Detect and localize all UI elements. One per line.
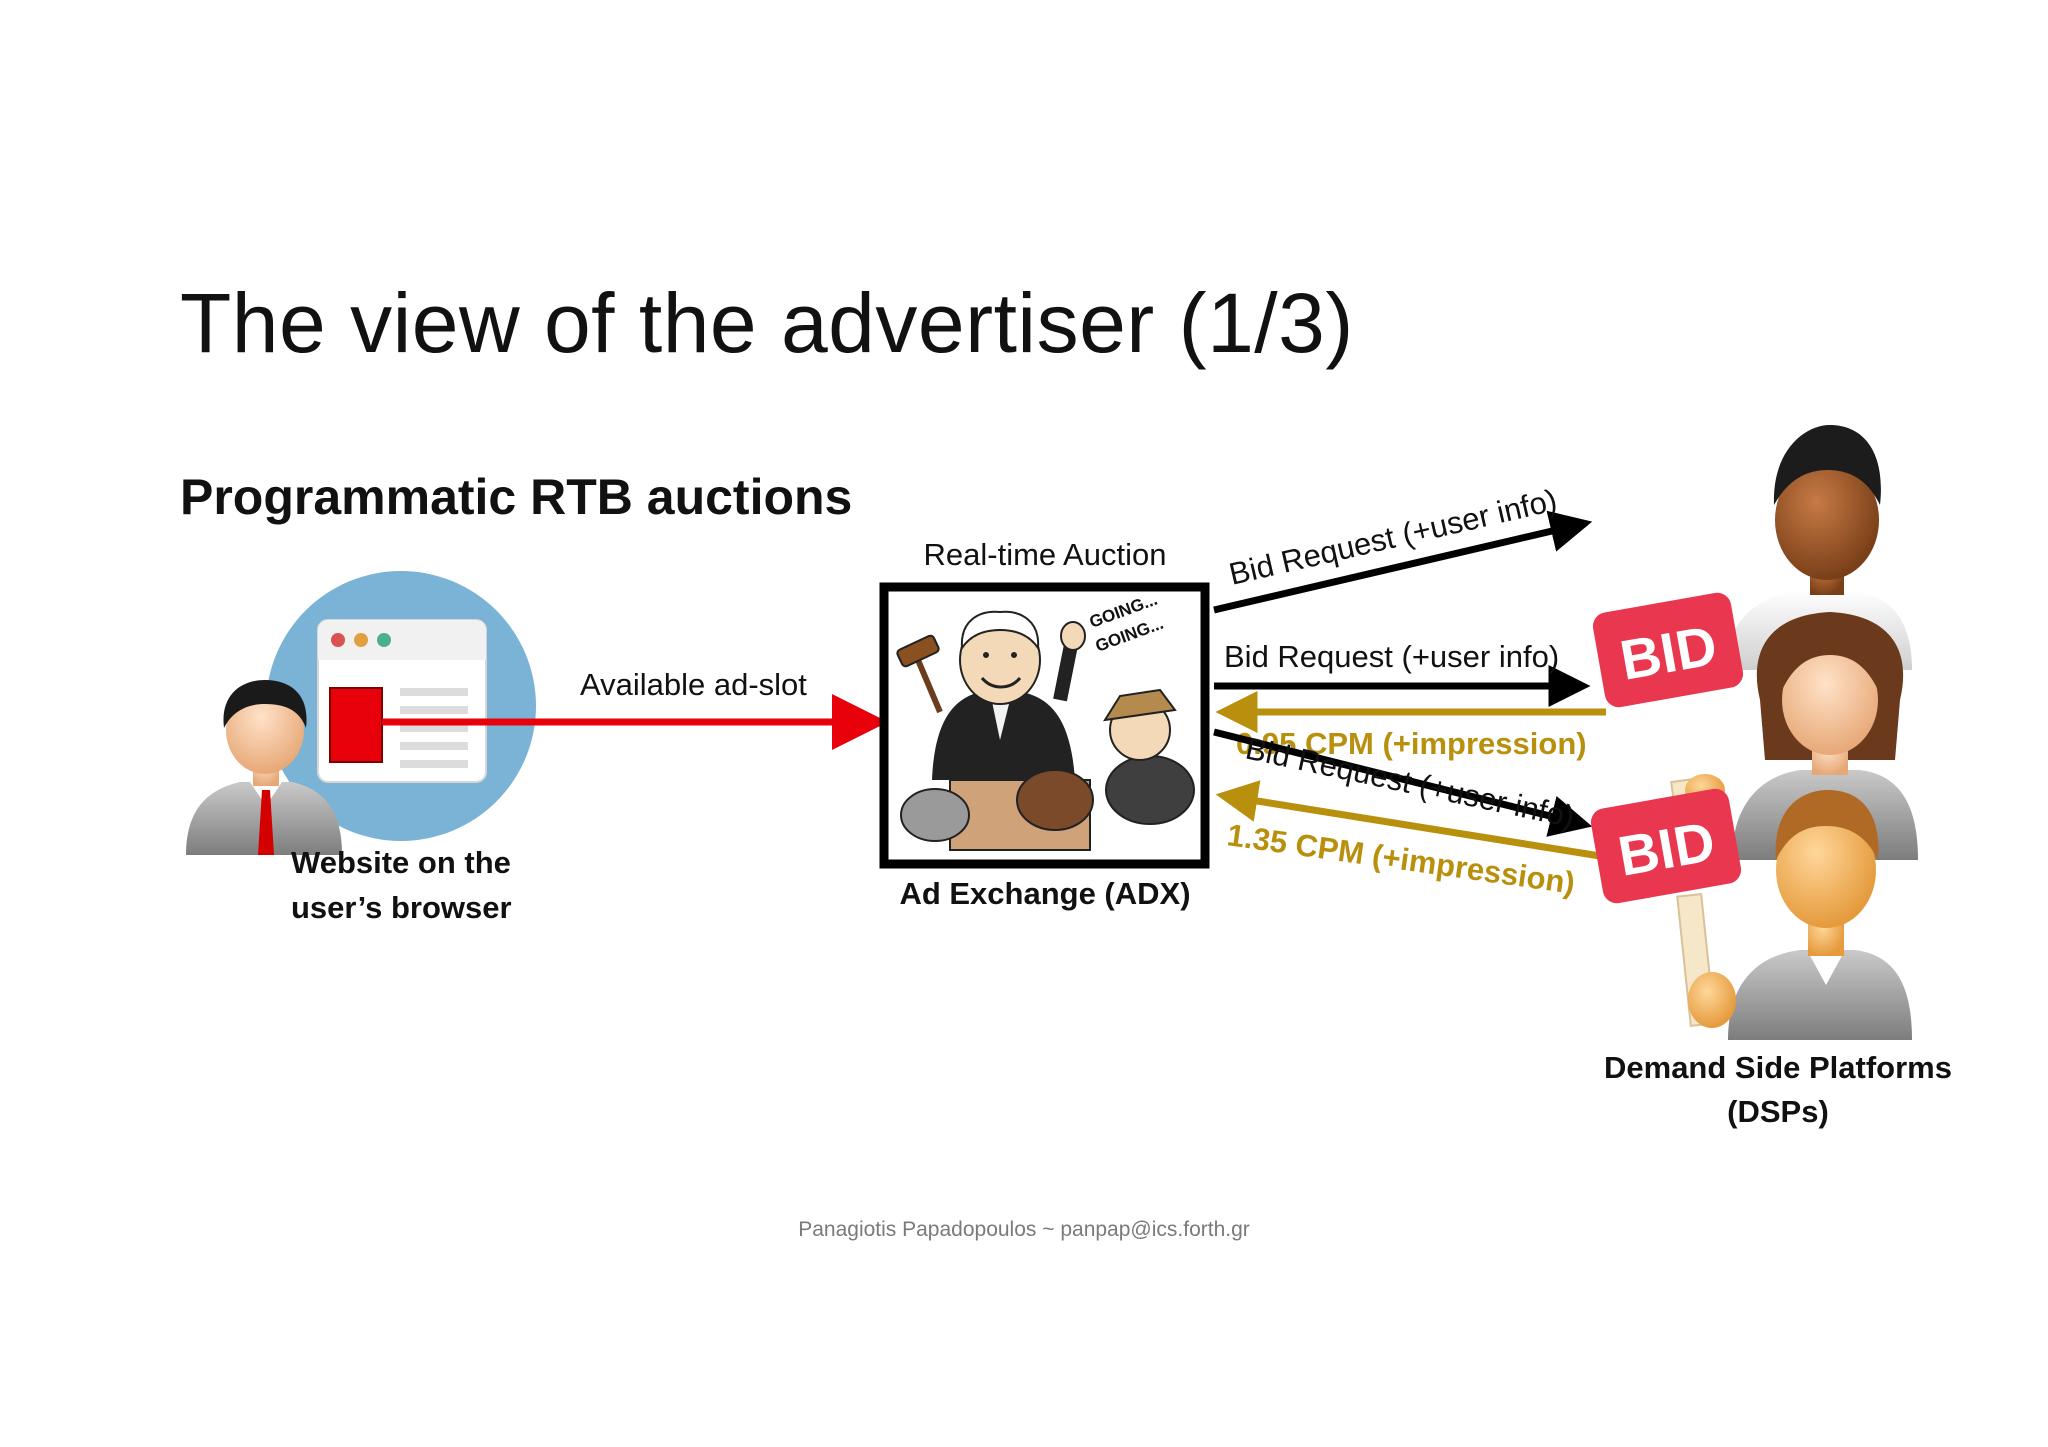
slide-title: The view of the advertiser (1/3) [180,276,1354,370]
bid-response-label-2: 1.35 CPM (+impression) [1225,817,1577,900]
ad-slot [329,687,383,763]
bid-request-label-1: Bid Request (+user info) [1226,482,1560,591]
bid-request-label-2: Bid Request (+user info) [1224,639,1559,674]
businessman-icon [186,680,342,855]
dsp-label-line1: Demand Side Platforms [1604,1050,1952,1085]
adslot-label: Available ad-slot [580,667,807,702]
adx-label: Ad Exchange (ADX) [899,876,1190,911]
website-label-line1: Website on the [291,845,511,880]
bid-sign-2: BID [1590,788,1742,1028]
adslot-arrow-group: Available ad-slot [382,667,888,750]
dsp-person-3 [1728,790,1912,1040]
slide-subtitle: Programmatic RTB auctions [180,469,853,525]
people-group-icon: BID BID Demand Side Platforms (DSPs) [1590,425,1952,1129]
bid-request-arrow-1 [1213,510,1593,614]
browser-window-icon [317,619,487,783]
bid-response-arrow-2 [1215,780,1601,860]
auction-label: Real-time Auction [924,537,1167,572]
dsp-label-line2: (DSPs) [1727,1094,1829,1129]
bid-request-arrow-3 [1213,728,1593,837]
website-group: Website on the user’s browser [186,571,536,925]
bid-flow-group: Bid Request (+user info) Bid Request (+u… [1213,482,1606,901]
adx-group: Real-time Auction [879,537,1210,911]
website-label-line2: user’s browser [291,890,512,925]
footer: Panagiotis Papadopoulos ~ panpap@ics.for… [798,1218,1250,1241]
